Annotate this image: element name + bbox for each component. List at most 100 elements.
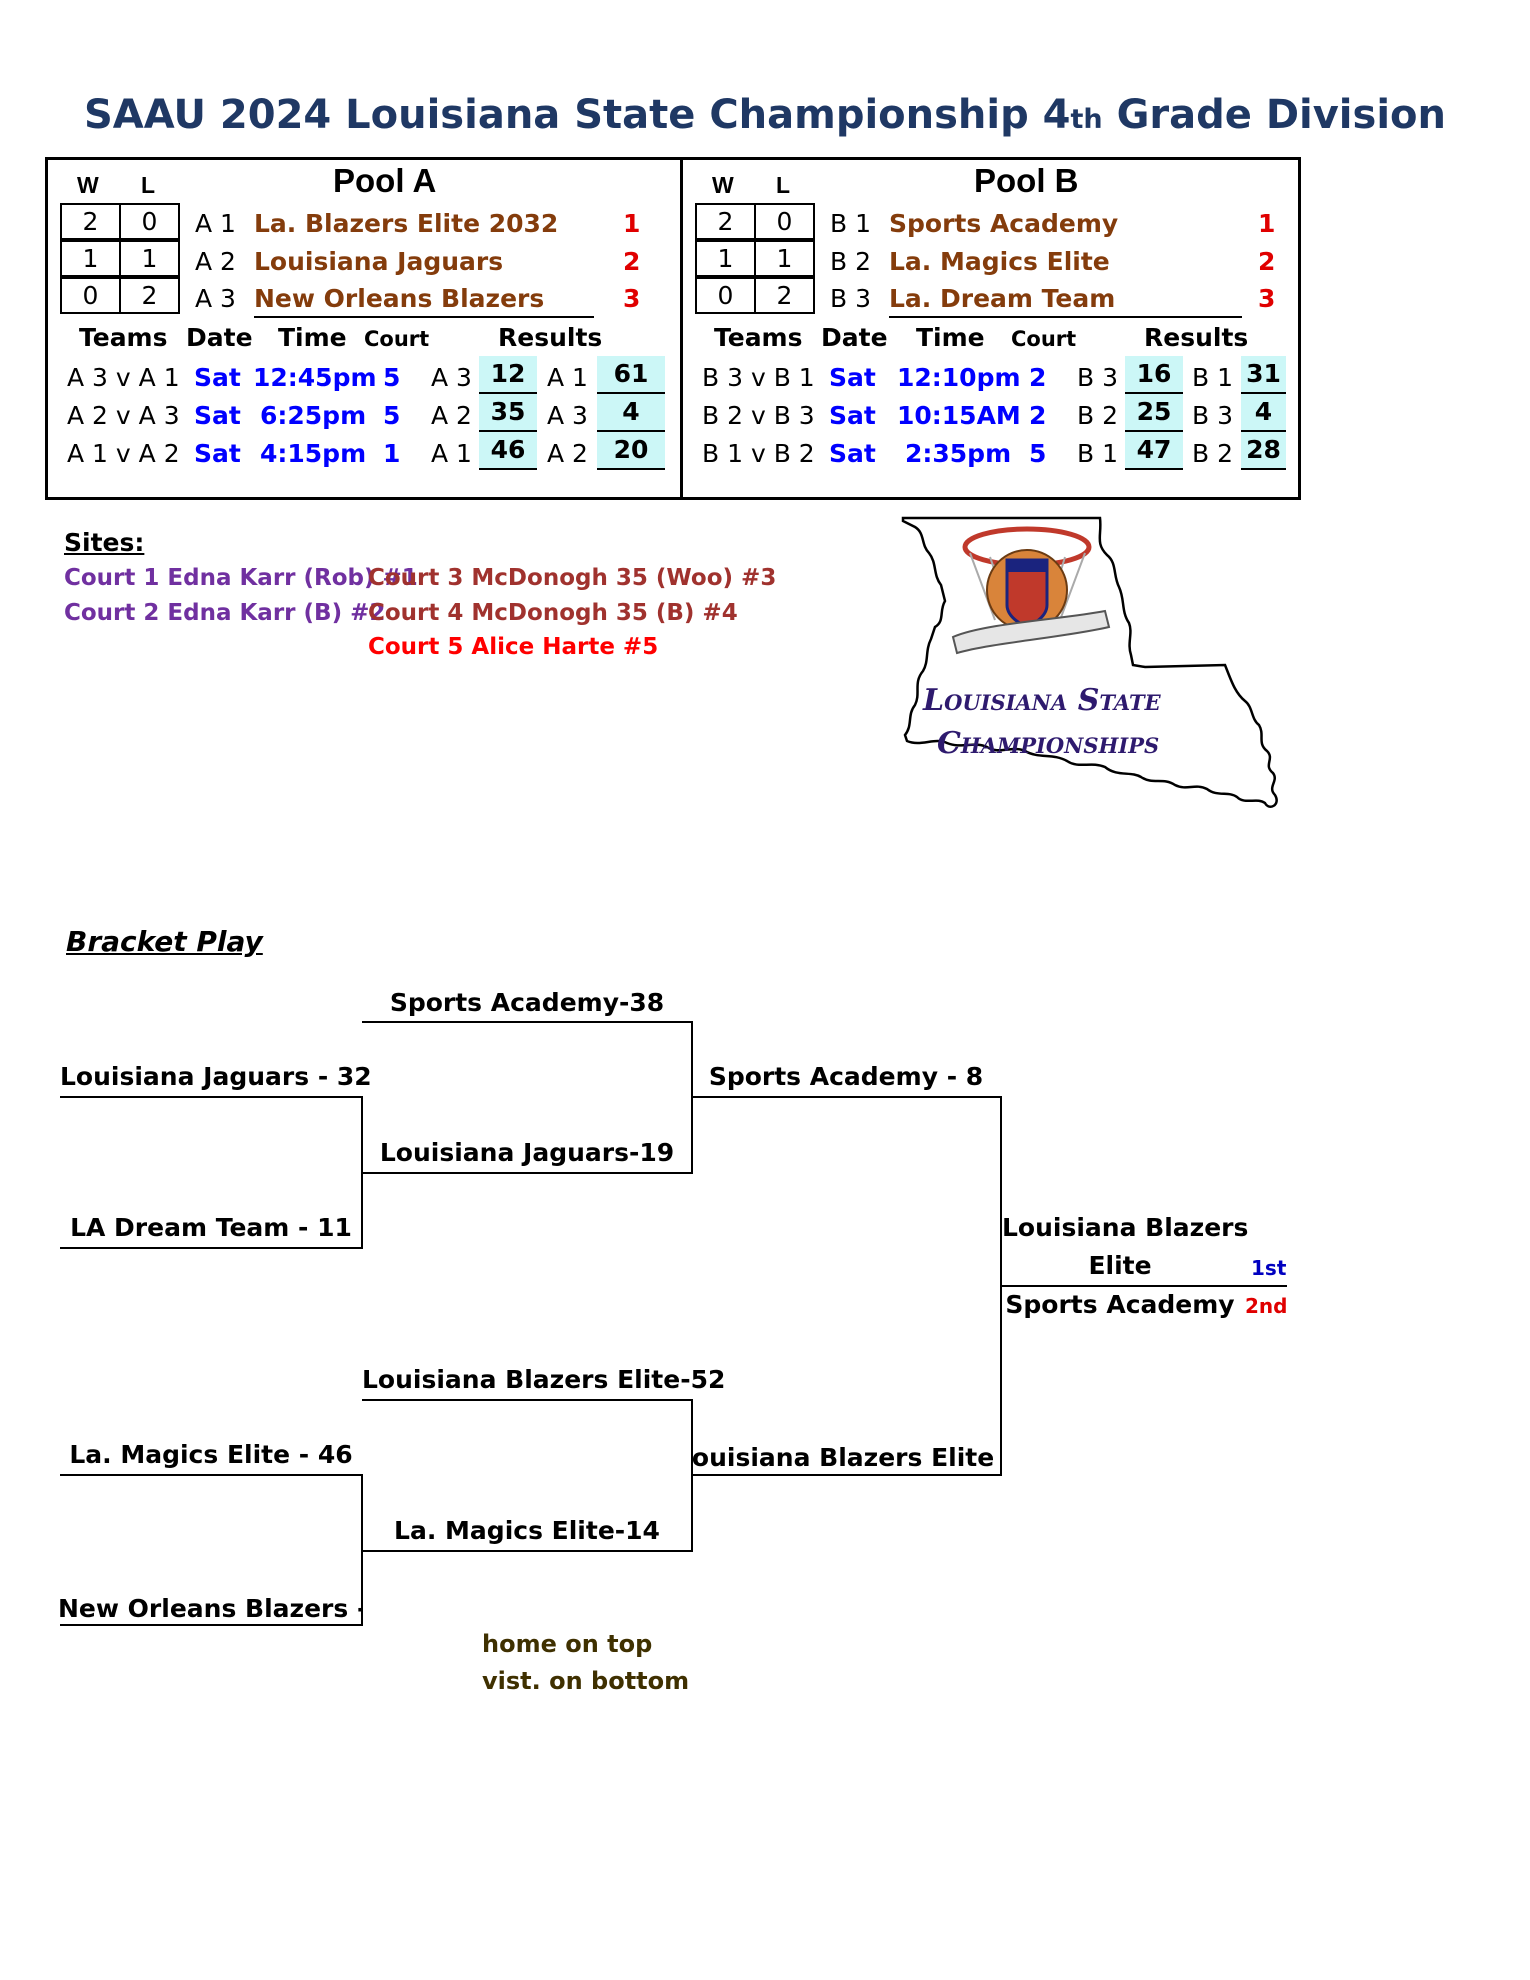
team-rank: 3 [623,284,641,313]
losses-header: L [776,172,791,198]
home-score: 16 [1125,356,1183,394]
game-time: 2:35pm [905,439,1012,468]
home-score: 46 [479,432,537,470]
col-results: Results [1144,323,1249,352]
bracket-heading: Bracket Play [66,925,263,958]
bracket-line [362,1172,692,1174]
standing-wins: 2 [695,203,756,240]
game-date: Sat [829,401,876,430]
away-code: B 3 [1192,401,1234,430]
game-time: 12:45pm [253,363,377,392]
r1-bottom-visitor: New Orleans Blazers - 23 [58,1594,362,1623]
r1-top-home: Louisiana Jaguars - 32 [60,1062,372,1091]
pool-name: Pool B [974,162,1079,199]
game-court: 5 [383,401,401,430]
team-name: Louisiana Jaguars [254,247,504,276]
bracket-connector [1000,1096,1002,1476]
game-date: Sat [194,401,241,430]
r1-bottom-home: La. Magics Elite - 46 [69,1440,353,1469]
game-matchup: B 3 v B 1 [702,363,815,392]
away-code: B 2 [1192,439,1234,468]
standing-wins: 2 [60,203,121,240]
site-court-5: Court 5 Alice Harte #5 [368,634,659,660]
r2-top-home: Sports Academy-38 [389,988,665,1017]
col-time: Time [278,323,347,352]
home-code: A 2 [431,401,472,430]
team-code: B 1 [830,209,872,238]
bracket-line [362,1550,692,1552]
col-date: Date [821,323,888,352]
team-name: La. Magics Elite [889,247,1110,276]
site-court-3: Court 3 McDonogh 35 (Woo) #3 [368,565,777,591]
r2-bottom-home: Louisiana Blazers Elite-52 [362,1365,726,1394]
bracket-line [362,1399,692,1401]
away-code: A 2 [547,439,588,468]
standing-losses: 2 [754,277,815,314]
standing-wins: 1 [60,240,121,277]
home-code: B 3 [1077,363,1119,392]
wins-header: W [77,172,99,198]
r2-top-visitor: Louisiana Jaguars-19 [379,1138,675,1167]
col-teams: Teams [714,323,803,352]
site-court-2: Court 2 Edna Karr (B) #2 [64,600,386,626]
sites-heading: Sites: [64,528,145,557]
standing-losses: 1 [119,240,180,277]
aau-shield-band [1007,560,1047,572]
semi-bottom: Louisiana Blazers Elite - 39 [692,1443,1000,1472]
champion-line-1: Louisiana Blazers [1002,1213,1249,1242]
home-code: B 1 [1077,439,1119,468]
bracket-line [60,1474,362,1476]
pools-container [45,157,1301,500]
away-score: 31 [1241,356,1286,394]
team-name: Sports Academy [889,209,1119,238]
away-score: 4 [1241,394,1286,432]
runner-up: Sports Academy [1005,1290,1235,1319]
note-home-on-top: home on top [482,1630,653,1658]
standing-wins: 0 [695,277,756,314]
away-score: 28 [1241,432,1286,470]
team-rank: 2 [623,247,641,276]
col-court: Court [1011,327,1077,351]
game-time: 4:15pm [260,439,367,468]
home-score: 12 [479,356,537,394]
home-score: 35 [479,394,537,432]
losses-header: L [141,172,156,198]
note-visitor-on-bottom: vist. on bottom [482,1667,690,1695]
bracket-connector [361,1474,363,1626]
wins-header: W [712,172,734,198]
team-rank: 2 [1258,247,1276,276]
col-court: Court [364,327,430,351]
game-court: 5 [1029,439,1047,468]
pool-b: Pool B W L 2 0 B 1 Sports Academy 1 1 1 … [683,160,1299,498]
r1-bottom-visitor-clip: New Orleans Blazers - 23 [58,1591,362,1625]
col-teams: Teams [79,323,168,352]
away-code: A 3 [547,401,588,430]
louisiana-state-championships-logo: Louisiana State Championships [901,516,1278,808]
pool-divider [680,157,683,500]
bracket-connector [691,1399,693,1552]
standing-wins: 1 [695,240,756,277]
logo-line-2: Championships [937,726,1159,761]
r1-top-visitor: LA Dream Team - 11 [70,1213,352,1242]
game-date: Sat [829,363,876,392]
standing-losses: 0 [754,203,815,240]
team-rank: 1 [1258,209,1276,238]
team-rank: 1 [623,209,641,238]
first-place-label: 1st [1251,1256,1287,1280]
bracket-line [60,1096,362,1098]
bracket-line [692,1096,1002,1098]
site-court-1: Court 1 Edna Karr (Rob) #1 [64,565,418,591]
col-date: Date [186,323,253,352]
team-name: La. Blazers Elite 2032 [254,209,559,238]
standings-underline [254,316,594,318]
semi-bottom-clip: Louisiana Blazers Elite - 39 [692,1440,1000,1474]
game-time: 12:10pm [897,363,1021,392]
team-name: La. Dream Team [889,284,1116,313]
home-code: A 1 [431,439,472,468]
away-score: 4 [597,394,665,432]
game-court: 5 [383,363,401,392]
away-code: B 1 [1192,363,1234,392]
team-rank: 3 [1258,284,1276,313]
team-code: B 3 [830,284,872,313]
louisiana-outline [901,516,1278,808]
